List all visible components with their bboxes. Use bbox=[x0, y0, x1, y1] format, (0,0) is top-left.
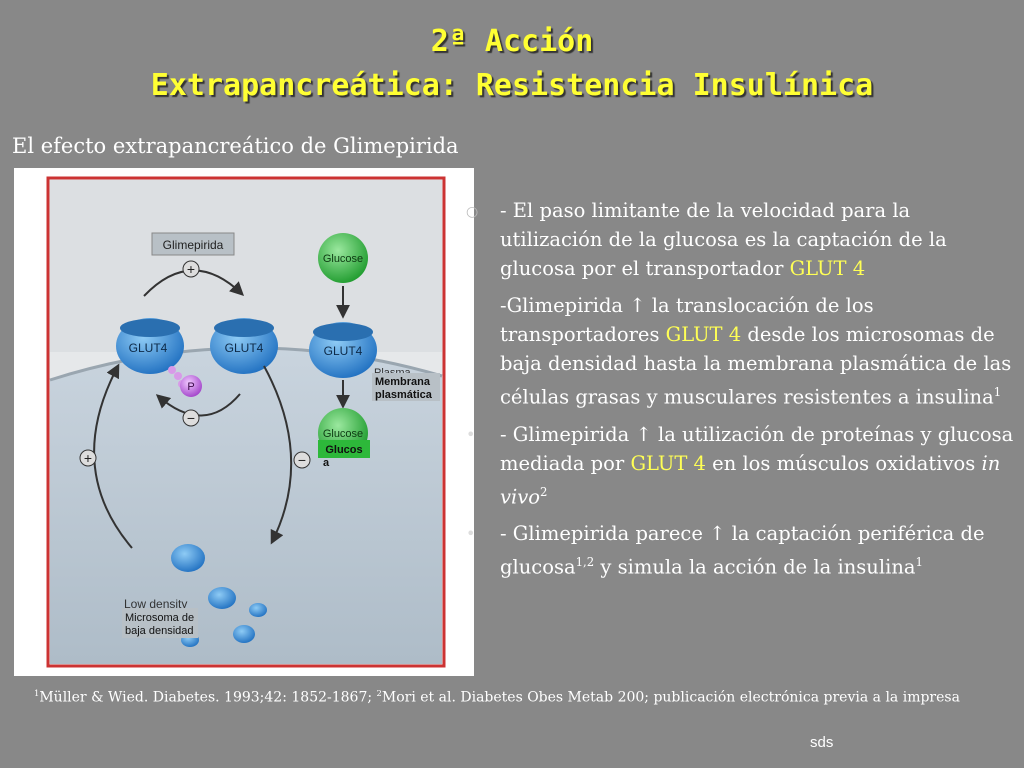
bullet-item-2: -Glimepirida ↑ la translocación de los t… bbox=[462, 291, 1014, 412]
plus-top-label: + bbox=[187, 261, 195, 277]
ref-1-text: Müller & Wied. Diabetes. 1993;42: 1852-1… bbox=[39, 689, 377, 706]
bullet-2-text-a: -Glimepirida ↑ la translocación de los t… bbox=[500, 294, 874, 346]
glut4-translocation-figure: Glimepirida + GLUT4 GLUT4 GLUT4 Glucose bbox=[14, 168, 474, 676]
slide-title: 2ª Acción Extrapancreática: Resistencia … bbox=[0, 20, 1024, 108]
bullet-4-text-b: y simula la acción de la insulina bbox=[594, 555, 916, 579]
microsoma-label-1: Microsoma de bbox=[125, 612, 194, 624]
glut4-label-2: GLUT4 bbox=[225, 341, 264, 355]
low-density-microsomes bbox=[171, 544, 267, 647]
minus-mid-label: − bbox=[187, 410, 195, 426]
glimepirida-label: Glimepirida bbox=[163, 238, 224, 252]
bullet-3-text-b: en los músculos oxidativos bbox=[705, 451, 982, 475]
ref-1-sup: 1 bbox=[34, 688, 40, 698]
title-line-1: 2ª Acción bbox=[430, 24, 594, 59]
glut4-highlight: GLUT 4 bbox=[630, 451, 706, 475]
citation-sup: 1 bbox=[915, 555, 923, 569]
glut4-label-1: GLUT4 bbox=[129, 341, 168, 355]
figure-svg: Glimepirida + GLUT4 GLUT4 GLUT4 Glucose bbox=[46, 176, 446, 668]
membrana-label-1: Membrana bbox=[375, 376, 431, 388]
references-footnote: 1Müller & Wied. Diabetes. 1993;42: 1852-… bbox=[34, 688, 960, 706]
ref-2-text: Mori et al. Diabetes Obes Metab 200; pub… bbox=[381, 689, 960, 706]
glucosa-label-2: a bbox=[323, 457, 330, 469]
bullet-2-text-b: desde los microsomas de baja densidad ha… bbox=[500, 323, 1012, 409]
minus-icon bbox=[182, 409, 200, 427]
bullet-circle-icon: ○ bbox=[466, 204, 479, 220]
internalization-arrow bbox=[263, 365, 293, 545]
glucose-top-label: Glucose bbox=[323, 253, 363, 265]
membrana-box bbox=[372, 373, 440, 401]
title-line-2: Extrapancreática: Resistencia Insulínica bbox=[150, 68, 874, 103]
bullet-4-text-a: - Glimepirida parece ↑ la captación peri… bbox=[500, 522, 985, 579]
bullet-item-1: ○ - El paso limitante de la velocidad pa… bbox=[462, 196, 1014, 283]
glucose-bottom-label: Glucose bbox=[323, 428, 363, 440]
slide-subtitle: El efecto extrapancreático de Glimepirid… bbox=[12, 134, 459, 158]
glucose-molecule-outside: Glucose bbox=[318, 233, 368, 283]
footer-tag: sds bbox=[810, 734, 834, 751]
glut4-transporter-1: GLUT4 bbox=[116, 318, 184, 374]
bullet-1-text: - El paso limitante de la velocidad para… bbox=[500, 199, 947, 280]
bullet-item-3: • - Glimepirida ↑ la utilización de prot… bbox=[462, 420, 1014, 512]
plus-left-label: + bbox=[84, 450, 92, 466]
membrana-label-2: plasmática bbox=[375, 389, 433, 401]
glucosa-label-1: Glucos bbox=[325, 444, 362, 456]
in-vivo-italic: in vivo bbox=[500, 451, 1001, 509]
bullet-item-4: • - Glimepirida parece ↑ la captación pe… bbox=[462, 519, 1014, 582]
glucosa-box bbox=[318, 440, 370, 458]
glut4-transporter-2: GLUT4 bbox=[210, 318, 278, 374]
citation-sup: 1 bbox=[993, 385, 1002, 399]
bullet-3-text-a: - Glimepirida ↑ la utilización de proteí… bbox=[500, 422, 1014, 475]
bullet-dot-icon: • bbox=[466, 524, 476, 543]
phosphorylation-group: P bbox=[168, 366, 202, 397]
microsoma-box bbox=[122, 608, 198, 638]
glimepirida-box bbox=[151, 232, 235, 256]
dephosphorylation-arrow bbox=[155, 393, 241, 417]
minus-right-icon bbox=[293, 451, 311, 469]
plus-icon bbox=[182, 260, 200, 278]
citation-sup: 1,2 bbox=[575, 555, 595, 569]
phosphate-label: P bbox=[187, 381, 194, 393]
bullet-dot-icon: • bbox=[466, 424, 476, 444]
low-density-label: Low density bbox=[124, 597, 187, 611]
bullet-list: ○ - El paso limitante de la velocidad pa… bbox=[462, 196, 1014, 590]
glut4-highlight: GLUT 4 bbox=[665, 323, 742, 346]
glut4-label-3: GLUT4 bbox=[324, 344, 363, 358]
glut4-transporter-3: GLUT4 bbox=[309, 322, 377, 378]
citation-sup: 2 bbox=[540, 484, 548, 499]
ref-2-sup: 2 bbox=[376, 688, 382, 698]
plus-left-icon bbox=[79, 449, 97, 467]
minus-right-label: − bbox=[298, 452, 306, 468]
microsoma-label-2: baja densidad bbox=[125, 625, 194, 637]
glut4-highlight: GLUT 4 bbox=[789, 257, 866, 280]
